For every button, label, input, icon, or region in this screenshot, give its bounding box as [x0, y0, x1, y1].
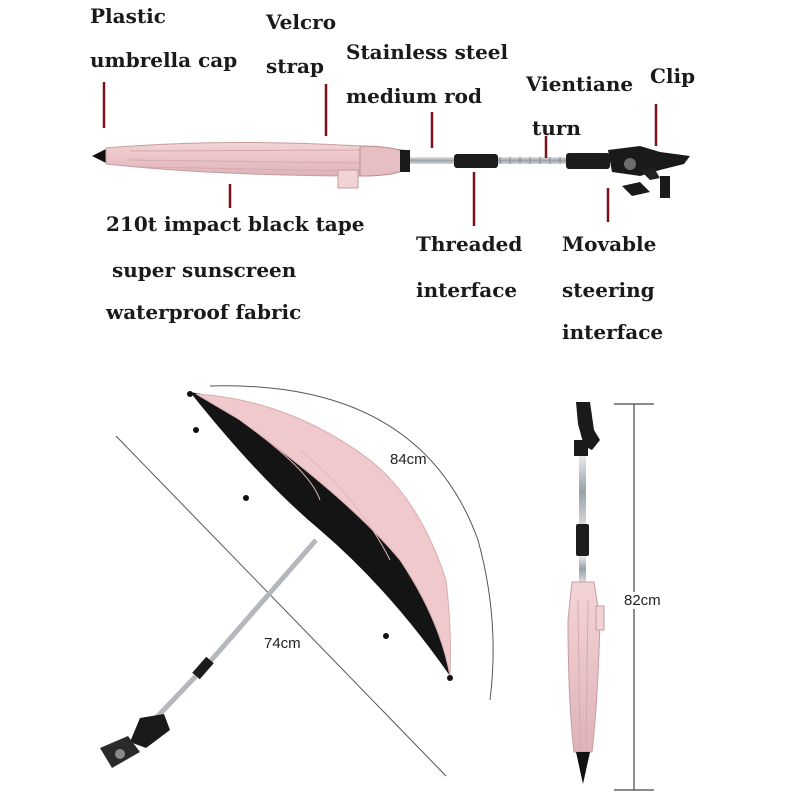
label-movable-line1: Movable — [562, 232, 657, 256]
label-steel-rod-line1: Stainless steel — [346, 40, 509, 64]
threaded-connector — [454, 154, 498, 168]
label-fabric-line3: waterproof fabric — [106, 300, 302, 324]
label-steel-rod-line2: medium rod — [346, 84, 482, 108]
closed-umbrella-horizontal — [92, 141, 690, 198]
umbrella-cap-tip — [92, 148, 108, 164]
label-vientiane-line1: Vientiane — [526, 72, 634, 96]
canopy-dimension-arc — [209, 385, 494, 701]
label-movable-line2: steering — [562, 278, 655, 302]
canopy-underside — [190, 392, 451, 676]
steel-rod — [410, 157, 456, 164]
steering-block — [566, 153, 610, 169]
vertical-canopy — [567, 581, 601, 753]
label-fabric-line2: super sunscreen — [112, 258, 297, 282]
dimension-canopy-diameter: 84cm — [390, 451, 427, 468]
label-fabric-line1: 210t impact black tape — [106, 212, 365, 236]
closed-umbrella-vertical — [567, 402, 654, 791]
label-velcro-line2: strap — [266, 54, 324, 78]
shaft-connector — [192, 656, 214, 680]
dimension-shaft-length: 74cm — [264, 635, 301, 652]
label-plastic-cap-line1: Plastic — [90, 4, 166, 28]
shaft-rod — [206, 538, 318, 666]
open-umbrella-clip — [130, 714, 170, 748]
label-threaded-line1: Threaded — [416, 232, 523, 256]
canopy-top — [195, 393, 451, 677]
leader-lines — [102, 82, 658, 226]
flexible-rod — [498, 157, 568, 164]
dimension-total-height: 82cm — [624, 592, 661, 609]
velcro-strap — [337, 169, 359, 189]
vertical-clip — [576, 402, 600, 450]
label-vientiane-line2: turn — [532, 116, 581, 140]
shaft-dimension-line — [115, 435, 447, 777]
label-threaded-line2: interface — [416, 278, 518, 302]
open-umbrella — [100, 385, 494, 777]
label-movable-line3: interface — [562, 320, 664, 344]
label-velcro-line1: Velcro — [266, 10, 337, 34]
label-plastic-cap-line2: umbrella cap — [90, 48, 238, 72]
label-clip: Clip — [650, 64, 696, 88]
